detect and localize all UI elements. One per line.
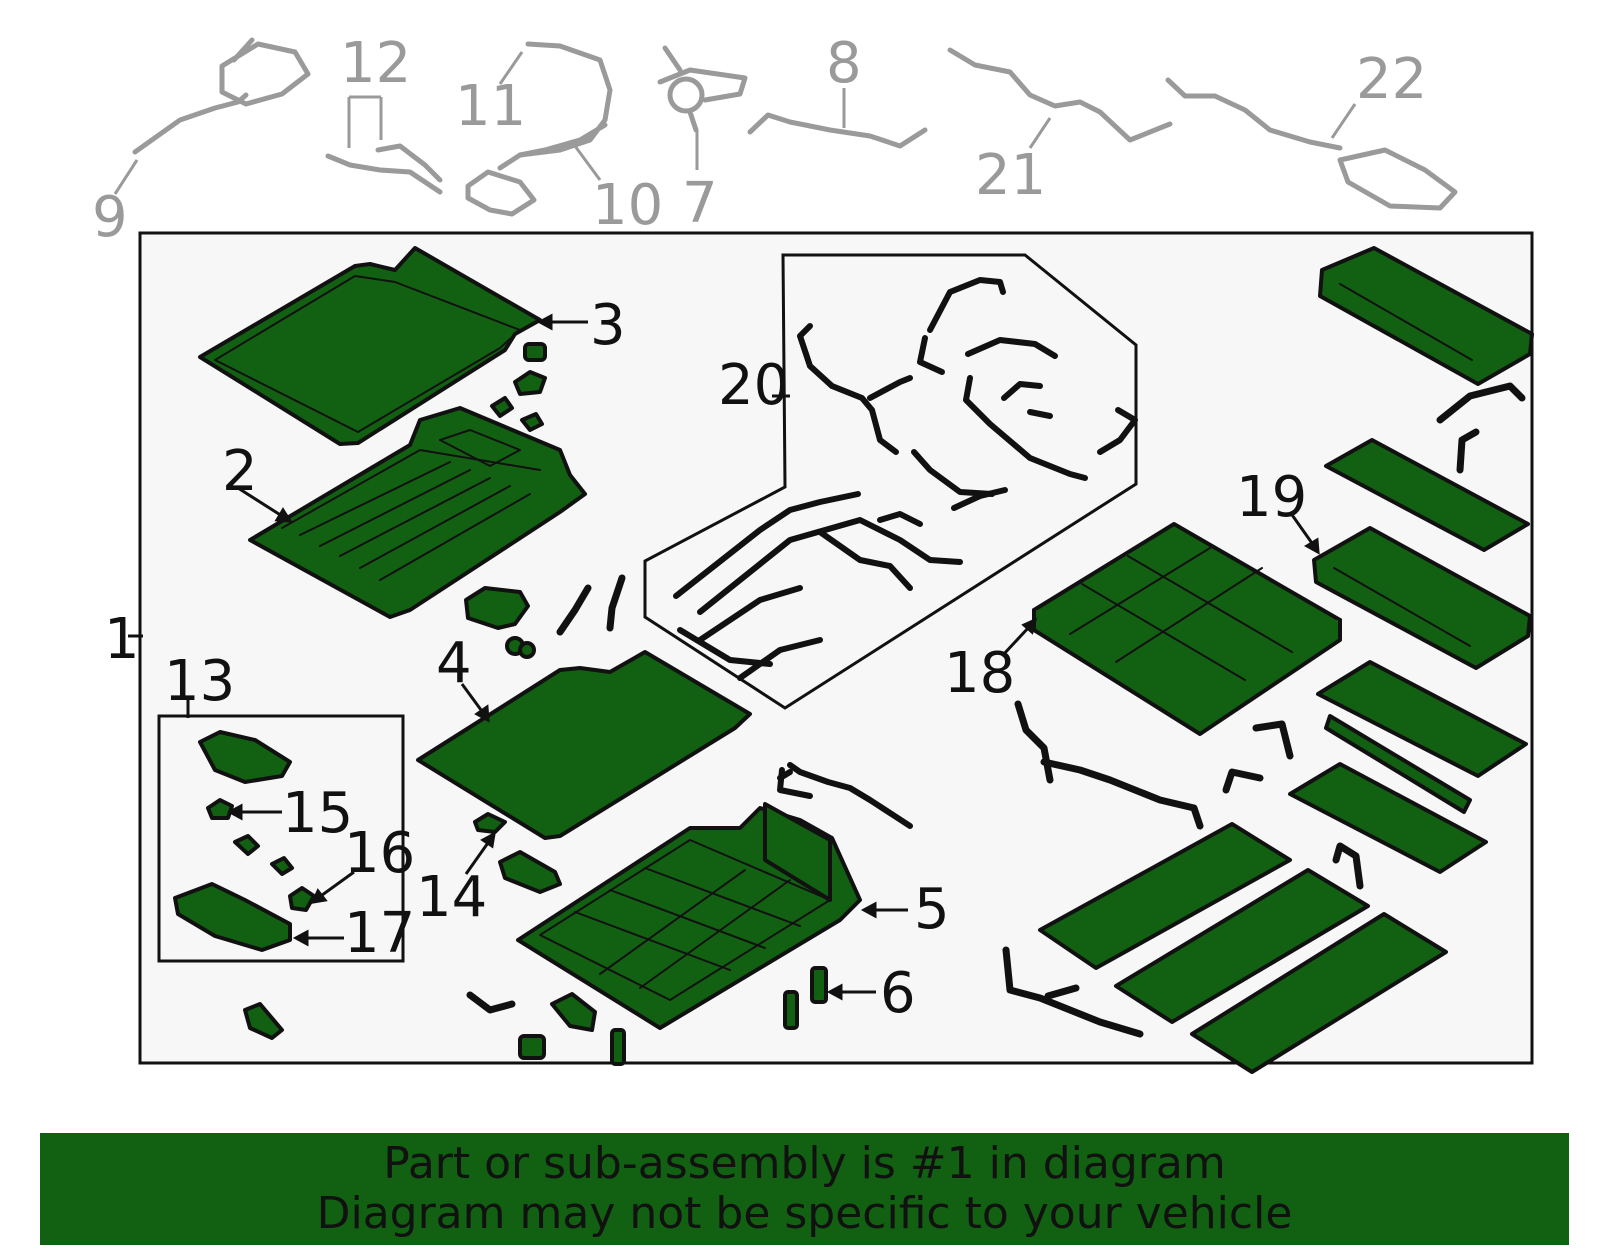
part-seals-group[interactable] [490, 342, 547, 432]
accessory-leaders [113, 51, 1357, 195]
part-19-plate-c[interactable] [1288, 762, 1488, 874]
callout-10: 10 [592, 173, 663, 238]
part-19-plate-a[interactable] [1324, 438, 1530, 552]
callout-7: 7 [682, 171, 718, 236]
part-19-module-top[interactable] [1318, 246, 1534, 386]
part-5-battery-tray[interactable] [516, 802, 862, 1030]
callout-9: 9 [92, 185, 128, 250]
callout-3: 3 [590, 293, 626, 358]
part-19-small-hoses[interactable] [1222, 720, 1364, 890]
part-harness-lower[interactable] [777, 762, 913, 829]
part-2-upper-case[interactable] [248, 406, 587, 619]
part-18-hose[interactable] [1014, 700, 1204, 830]
part-7-valve[interactable] [657, 45, 748, 133]
callout-1: 1 [104, 607, 140, 672]
part-13-group[interactable] [173, 730, 316, 952]
callout-15: 15 [282, 781, 353, 846]
callout-17: 17 [344, 901, 415, 966]
callout-16: 16 [344, 821, 415, 886]
main-leaders [128, 313, 1320, 1001]
callout-21: 21 [975, 143, 1046, 208]
part-6-bolt[interactable] [610, 966, 828, 1066]
footer-line-2: Diagram may not be specific to your vehi… [316, 1188, 1293, 1239]
part-lower-hose[interactable] [1002, 946, 1144, 1038]
part-19-hose[interactable] [1436, 382, 1526, 474]
part-lower-plates[interactable] [1038, 822, 1448, 1074]
subgroup-13-box [157, 714, 405, 963]
part-14-bracket[interactable] [473, 812, 562, 894]
callout-18: 18 [944, 641, 1015, 706]
callout-19: 19 [1236, 465, 1307, 530]
part-connector-block[interactable] [464, 586, 536, 659]
part-22-hose[interactable] [1165, 77, 1458, 211]
footer-banner [40, 1133, 1569, 1245]
callout-5: 5 [914, 877, 950, 942]
part-short-hoses[interactable] [556, 574, 626, 636]
callout-2: 2 [222, 439, 258, 504]
callout-20: 20 [718, 353, 789, 418]
part-19-plate-b[interactable] [1316, 660, 1528, 814]
callout-12: 12 [340, 31, 411, 96]
callout-6: 6 [880, 961, 916, 1026]
callout-14: 14 [416, 865, 487, 930]
part-21-hose[interactable] [947, 47, 1173, 143]
callout-13: 13 [164, 649, 235, 714]
callout-4: 4 [436, 631, 472, 696]
part-20-wire-harness[interactable] [673, 277, 1138, 681]
callout-22: 22 [1356, 47, 1427, 112]
part-12-hoses[interactable] [325, 143, 443, 195]
part-4-cover-sheet[interactable] [416, 650, 752, 840]
part-19-module[interactable] [1312, 526, 1532, 670]
part-9-hose[interactable] [132, 37, 311, 155]
part-10-hose[interactable] [517, 122, 608, 158]
accessory-parts-row [132, 37, 1458, 217]
part-8-hose[interactable] [747, 112, 928, 149]
part-misc-clips[interactable] [243, 991, 597, 1060]
callout-11: 11 [455, 74, 526, 139]
part-18-battery-modules[interactable] [1032, 522, 1342, 736]
callout-8: 8 [826, 31, 862, 96]
footer-notice: Part or sub-assembly is #1 in diagram Di… [40, 1133, 1569, 1245]
part-3-top-cover[interactable] [198, 246, 542, 446]
main-parts [173, 246, 1534, 1074]
harness-20-outline [643, 253, 1138, 710]
footer-line-1: Part or sub-assembly is #1 in diagram [383, 1138, 1226, 1189]
